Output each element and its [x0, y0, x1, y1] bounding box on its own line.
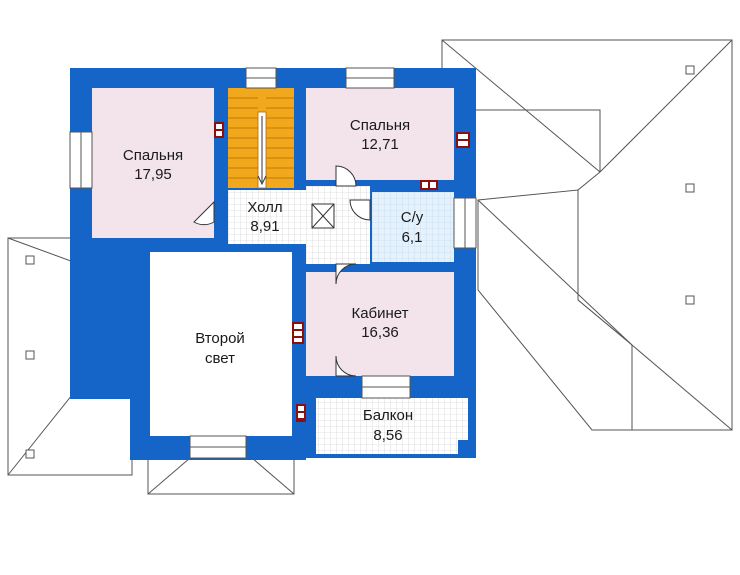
- roof-right: [441, 39, 733, 431]
- door-swing-icon: [193, 165, 371, 377]
- hall-area: 8,91: [250, 218, 279, 235]
- room-bedroom-1: [92, 88, 214, 238]
- second-light-area: свет: [205, 350, 235, 367]
- bathroom-area: 6,1: [402, 229, 423, 246]
- study-area: 16,36: [361, 324, 399, 341]
- roof-bottom: [147, 457, 295, 495]
- bedroom-1-name: Спальня: [123, 147, 183, 164]
- room-study: [306, 272, 454, 376]
- hall-name: Холл: [247, 199, 282, 216]
- second-light-name: Второй: [195, 330, 245, 347]
- study-name: Кабинет: [351, 305, 408, 322]
- staircase: [228, 88, 294, 189]
- chimney-icon: [214, 122, 470, 456]
- skylight-icon: [25, 255, 35, 459]
- bedroom-1-area: 17,95: [134, 166, 172, 183]
- window-icon: [69, 67, 477, 459]
- skylight-icon: [685, 65, 695, 305]
- room-balcony: [316, 398, 468, 454]
- bathroom-name: С/у: [401, 209, 424, 226]
- room-second-light: [150, 252, 292, 436]
- room-bathroom: [372, 192, 454, 262]
- room-labels: Спальня 17,95 Спальня 12,71 Холл 8,91 С/…: [123, 117, 424, 444]
- balcony-area: 8,56: [373, 427, 402, 444]
- balcony-name: Балкон: [363, 407, 413, 424]
- bedroom-2-name: Спальня: [350, 117, 410, 134]
- room-bedroom-2: [306, 88, 454, 180]
- bedroom-2-area: 12,71: [361, 136, 399, 153]
- hall-shaft: [311, 203, 335, 229]
